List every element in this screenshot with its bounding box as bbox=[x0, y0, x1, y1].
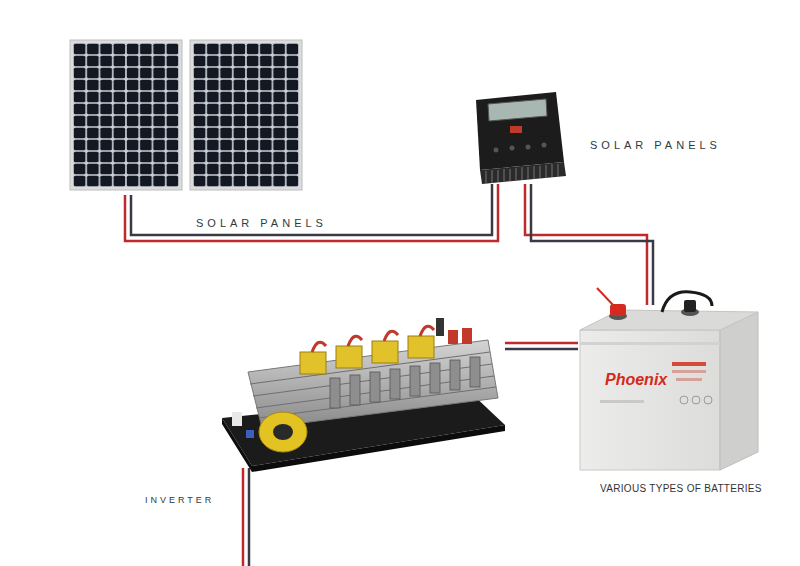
charge-controller-part-part bbox=[510, 169, 511, 181]
charge-controller-part bbox=[480, 162, 566, 184]
battery-part bbox=[720, 312, 758, 470]
charge-controller-part bbox=[488, 99, 547, 121]
wire bbox=[131, 184, 492, 235]
inverter-board-part-part bbox=[312, 342, 326, 352]
inverter-board-part bbox=[448, 330, 458, 344]
wire-pair bbox=[525, 184, 653, 305]
battery-part bbox=[672, 362, 706, 366]
charge-controller-part-part bbox=[504, 169, 505, 181]
battery-part bbox=[610, 304, 626, 316]
battery-part bbox=[692, 396, 700, 404]
charge-controller: SOLAR PANELS bbox=[468, 92, 566, 184]
output-wire-part bbox=[242, 468, 245, 566]
inverter-board-part-part bbox=[350, 375, 360, 405]
battery-part bbox=[580, 310, 758, 330]
battery-part bbox=[684, 300, 696, 312]
inverter-board-part-part bbox=[336, 346, 362, 368]
charge-controller-part-part bbox=[492, 170, 493, 183]
battery-part bbox=[676, 378, 702, 381]
inverter-board-part-part bbox=[450, 360, 460, 390]
charge-controller-part-part bbox=[534, 166, 535, 179]
inverter-board-part-part bbox=[410, 366, 420, 396]
output-wire bbox=[243, 468, 249, 566]
component-label: INVERTER bbox=[145, 495, 214, 505]
inverter: INVERTER bbox=[222, 312, 505, 468]
charge-controller bbox=[476, 92, 566, 184]
wire bbox=[505, 342, 578, 345]
component-label: SOLAR PANELS bbox=[196, 217, 327, 229]
battery-part bbox=[597, 288, 614, 306]
battery-part bbox=[672, 370, 706, 373]
battery: PhoenixVARIOUS TYPES OF BATTERIES bbox=[578, 305, 760, 470]
charge-controller-part-part bbox=[522, 167, 523, 180]
component-label: VARIOUS TYPES OF BATTERIES bbox=[600, 483, 762, 494]
inverter-board-part-part bbox=[430, 363, 440, 393]
inverter-board-part bbox=[259, 412, 307, 452]
charge-controller-part bbox=[542, 143, 547, 148]
inverter-board-part-part bbox=[348, 336, 362, 346]
charge-controller-part-part bbox=[528, 167, 529, 179]
battery-part bbox=[580, 342, 720, 345]
battery-part bbox=[662, 292, 712, 312]
charge-controller-part-part bbox=[552, 164, 553, 177]
battery-part bbox=[600, 400, 644, 403]
wire-pair bbox=[125, 184, 498, 241]
component-label: SOLAR PANELS bbox=[590, 139, 721, 151]
solar-panels: SOLAR PANELS bbox=[70, 40, 302, 195]
wire-pair bbox=[505, 343, 578, 349]
solar-panel-part bbox=[70, 40, 182, 190]
battery-part bbox=[704, 396, 712, 404]
inverter-board-part bbox=[436, 318, 444, 336]
wire bbox=[531, 184, 653, 305]
inverter-board-part bbox=[300, 336, 434, 374]
charge-controller-part bbox=[526, 145, 531, 150]
wire bbox=[125, 184, 498, 241]
solar-panel bbox=[190, 40, 302, 190]
solar-panel-part bbox=[193, 43, 299, 187]
inverter-board-part-part bbox=[300, 352, 326, 374]
battery-part bbox=[680, 396, 688, 404]
inverter-board-part bbox=[273, 424, 293, 440]
charge-controller-part-part bbox=[516, 168, 517, 180]
inverter-board-part bbox=[246, 430, 254, 438]
charge-controller-part bbox=[476, 92, 564, 170]
inverter-board-part-part bbox=[372, 341, 398, 363]
inverter-board bbox=[222, 318, 505, 472]
inverter-board-part-part bbox=[330, 378, 340, 408]
inverter-board-part-part bbox=[420, 326, 434, 336]
inverter-board-part-part bbox=[370, 372, 380, 402]
battery-part bbox=[580, 330, 720, 470]
solar-panel-part bbox=[73, 43, 179, 187]
charge-controller-part-part bbox=[558, 164, 559, 177]
inverter-board-part-part bbox=[384, 331, 398, 341]
output-wire-part bbox=[248, 468, 251, 566]
charge-controller-part bbox=[494, 148, 499, 153]
inverter-board-part-part bbox=[390, 369, 400, 399]
charge-controller-part-part bbox=[498, 170, 499, 182]
charge-controller-part-part bbox=[486, 171, 487, 183]
solar-panel bbox=[70, 40, 182, 190]
charge-controller-part-part bbox=[546, 165, 547, 178]
inverter-board-part-part bbox=[470, 357, 480, 387]
charge-controller-part bbox=[486, 164, 558, 183]
charge-controller-part bbox=[510, 126, 522, 133]
charge-controller-part bbox=[510, 146, 515, 151]
battery bbox=[580, 288, 758, 470]
solar-panel-part bbox=[190, 40, 302, 190]
charge-controller-part-part bbox=[540, 166, 541, 178]
inverter-board-part-part bbox=[408, 336, 434, 358]
inverter-board-part bbox=[222, 418, 252, 472]
inverter-board-part bbox=[312, 326, 434, 352]
inverter-board-part bbox=[462, 328, 472, 344]
brand-label: Phoenix bbox=[605, 371, 667, 389]
wire bbox=[525, 184, 647, 305]
inverter-board-part bbox=[232, 412, 242, 426]
wire bbox=[505, 348, 578, 351]
